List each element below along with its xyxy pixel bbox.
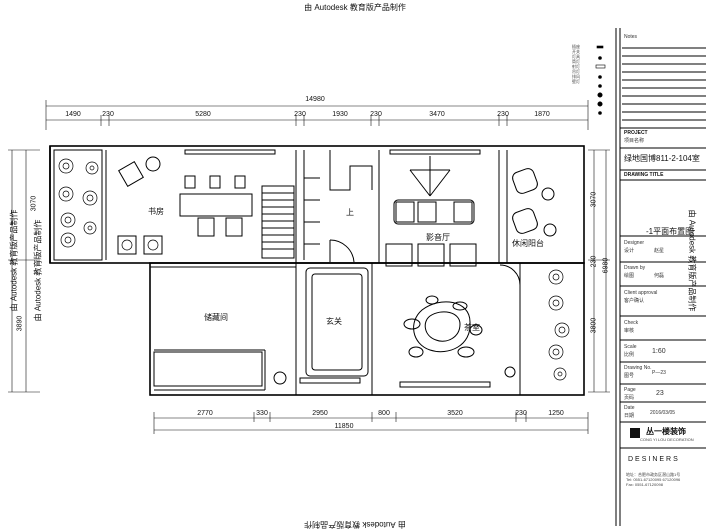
dim-top-8: 230 (497, 111, 509, 118)
legend-item: 插座 (572, 44, 580, 49)
drawing-name: -1平面布置图 (646, 227, 694, 236)
company-name: 丛一楼装饰 (646, 427, 686, 436)
drawn-sub: 绘图 (624, 273, 635, 279)
company-sub: CONG YI LOU DECORATION (640, 437, 694, 442)
dim-top-6: 230 (370, 111, 382, 118)
address-line: 地址：合肥市政务区潜山路1号 (626, 472, 681, 477)
scale-sub: 比例 (624, 352, 635, 358)
dim-top-5: 1930 (332, 111, 348, 118)
project-sub: 项目名称 (624, 138, 645, 144)
dim-top-3: 5280 (195, 111, 211, 118)
scale-label: Scale (624, 344, 637, 350)
date-value: 2016/03/05 (650, 410, 676, 416)
room-study: 书房 (148, 207, 164, 216)
legend-item: 壁灯 (572, 79, 580, 84)
legend-item: 排风 (572, 74, 580, 79)
dim-bottom-total: 11850 (334, 423, 354, 430)
dim-right-1: 3070 (590, 191, 598, 208)
address-line: Fax: 0551-67120098 (626, 482, 663, 487)
legend-list: 插座 开关 灯具 筒灯 射灯 吊灯 排风 壁灯 (572, 44, 594, 84)
legend-title: Notes (624, 34, 638, 40)
room-storage: 储藏间 (204, 313, 228, 322)
designer-sub: 设计 (624, 248, 635, 254)
designer-value: 赵星 (654, 248, 665, 254)
check-sub: 审核 (624, 328, 635, 334)
dim-bottom-2: 330 (256, 410, 268, 417)
check-label: Check (624, 320, 639, 326)
drawing-title-label: DRAWING TITLE (624, 172, 664, 178)
dim-top-2: 230 (102, 111, 114, 118)
drawing-no-sub: 图号 (624, 373, 635, 379)
address-line: Tel: 0551-67120095 67120096 (626, 477, 681, 482)
drawn-label: Drawn by (624, 265, 646, 271)
dim-bottom-4: 800 (378, 410, 390, 417)
room-tea-room: 茶室 (464, 323, 480, 332)
dim-right-3: 3800 (590, 317, 598, 334)
project-name: 绿地国博811-2-104室 (624, 154, 700, 163)
dim-top-total: 14980 (305, 96, 325, 103)
dim-bottom-1: 2770 (197, 410, 213, 417)
dim-top-1: 1490 (65, 111, 81, 118)
room-leisure-balcony: 休闲阳台 (512, 239, 544, 248)
dim-left-1: 3070 (30, 195, 38, 212)
page-value: 23 (656, 390, 664, 397)
project-label: PROJECT (624, 130, 648, 136)
address-block: 地址：合肥市政务区潜山路1号 Tel: 0551-67120095 671200… (626, 472, 706, 487)
dim-left-2: 3890 (16, 315, 24, 332)
legend-item: 开关 (572, 49, 580, 54)
designers-label: DESINERS (628, 456, 680, 463)
drawing-no-label: Drawing No. (624, 365, 652, 371)
dim-top-7: 3470 (429, 111, 445, 118)
dim-top-9: 1870 (534, 111, 550, 118)
dim-bottom-7: 1250 (548, 410, 564, 417)
dim-right-2: 230 (590, 255, 598, 268)
legend-item: 灯具 (572, 54, 580, 59)
dim-right-total: 6980 (602, 257, 610, 274)
room-theater: 影音厅 (426, 233, 450, 242)
dim-bottom-6: 230 (515, 410, 527, 417)
room-upstairs: 上 (346, 208, 354, 217)
company-logo (630, 428, 640, 438)
drawing-no-value: P—23 (652, 370, 666, 376)
watermark-top: 由 Autodesk 教育版产品制作 (304, 3, 406, 12)
scale-value: 1:60 (652, 348, 666, 355)
page-sub: 页码 (624, 395, 635, 401)
dim-bottom-5: 3520 (447, 410, 463, 417)
date-label: Date (624, 405, 635, 411)
dim-bottom-3: 2950 (312, 410, 328, 417)
date-sub: 日期 (624, 413, 635, 419)
page-label: Page (624, 387, 636, 393)
drawn-value: 何磊 (654, 273, 665, 279)
client-label: Client approval (624, 290, 658, 296)
legend-item: 吊灯 (572, 69, 580, 74)
client-sub: 客户确认 (624, 298, 645, 304)
legend-item: 射灯 (572, 64, 580, 69)
legend-item: 筒灯 (572, 59, 580, 64)
designer-label: Designer (624, 240, 645, 246)
room-foyer: 玄关 (326, 317, 342, 326)
dim-top-4: 230 (294, 111, 306, 118)
